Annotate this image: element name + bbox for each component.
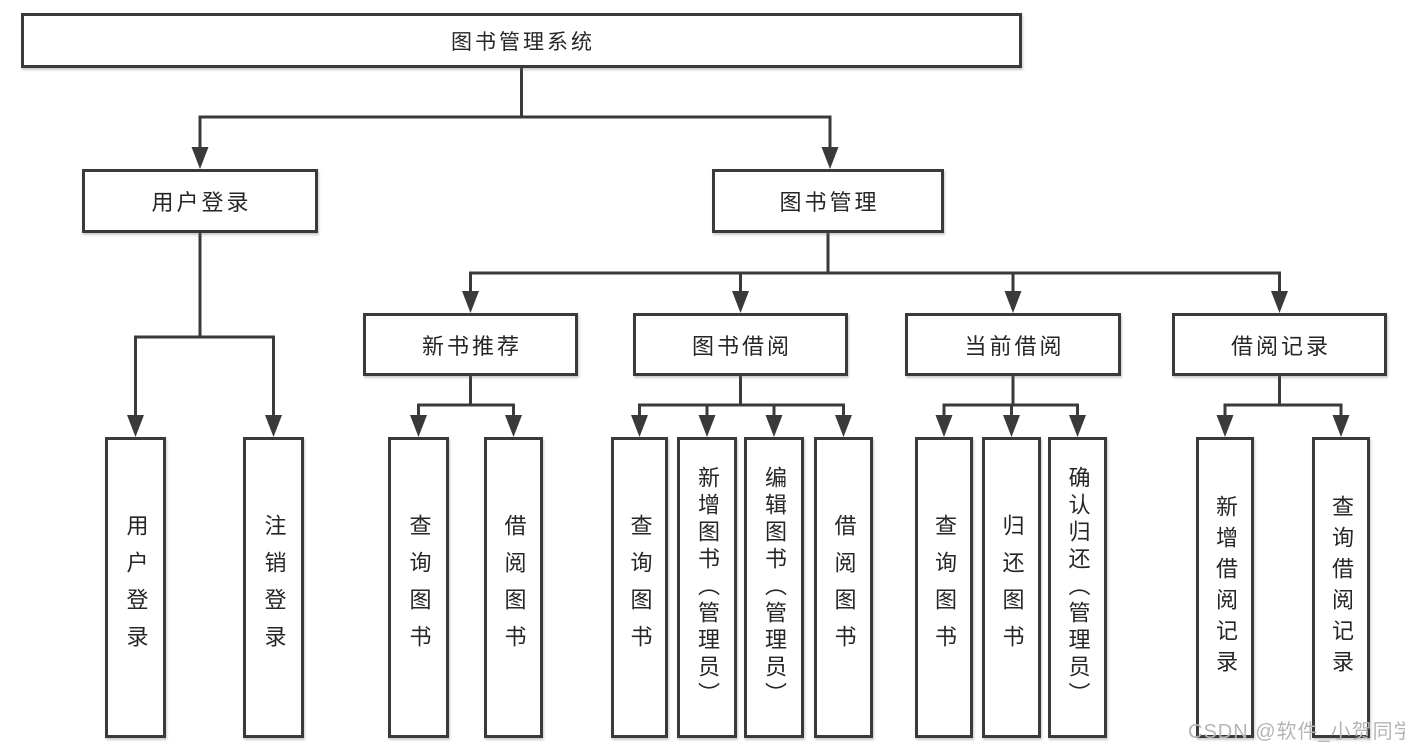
leaf-borrow-borrow-books: 借阅图书 [814,437,873,738]
node-current-borrowing: 当前借阅 [905,313,1121,376]
node-label: 查询图书 [627,513,653,662]
node-label: 编辑图书（管理员） [762,466,787,709]
arrow-down-icon [410,415,427,437]
arrow-down-icon [127,415,144,437]
arrow-down-icon [1332,415,1350,437]
leaf-current-query-books: 查询图书 [915,437,973,738]
node-label: 借阅图书 [501,513,527,662]
node-label: 注销登录 [261,513,287,662]
node-label: 借阅记录 [1230,333,1331,359]
node-label: 查询图书 [932,513,957,662]
arrow-down-icon [505,415,522,437]
arrow-down-icon [835,415,852,437]
arrow-down-icon [765,415,783,437]
arrow-down-icon [935,415,953,437]
node-book-borrowing: 图书借阅 [633,313,848,376]
arrow-down-icon [1004,291,1022,313]
node-label: 确认归还（管理员） [1065,466,1091,709]
csdn-watermark: CSDN @软件_小贺同学 [1188,721,1405,743]
arrow-down-icon [265,415,282,437]
arrow-down-icon [191,147,209,169]
node-label: 查询借阅记录 [1329,494,1354,681]
arrow-down-icon [1069,415,1086,437]
arrow-down-icon [821,147,839,169]
node-library-management-system: 图书管理系统 [21,13,1022,68]
node-label: 查询图书 [406,513,432,662]
leaf-current-return-books: 归还图书 [982,437,1041,738]
leaf-current-confirm-return-admin: 确认归还（管理员） [1048,437,1107,738]
arrow-down-icon [462,291,479,313]
node-label: 当前借阅 [964,333,1065,359]
leaf-borrow-query-books: 查询图书 [611,437,668,738]
leaf-borrow-edit-books-admin: 编辑图书（管理员） [744,437,804,738]
leaf-user-login: 用户登录 [105,437,166,738]
node-label: 用户登录 [123,513,149,662]
node-book-management: 图书管理 [712,169,944,233]
leaf-recommend-borrow-books: 借阅图书 [484,437,543,738]
arrow-down-icon [1271,291,1288,313]
leaf-borrow-add-books-admin: 新增图书（管理员） [677,437,737,738]
arrow-down-icon [732,291,749,313]
node-label: 新增借阅记录 [1213,494,1238,681]
node-label: 借阅图书 [831,513,857,662]
node-user-login: 用户登录 [82,169,318,233]
node-label: 图书管理系统 [451,30,595,54]
node-label: 新增图书（管理员） [695,466,720,709]
node-label: 图书管理 [779,190,880,215]
arrow-down-icon [631,415,648,437]
leaf-records-query-record: 查询借阅记录 [1312,437,1370,738]
node-borrowing-records: 借阅记录 [1172,313,1387,376]
arrow-down-icon [1003,415,1020,437]
leaf-recommend-query-books: 查询图书 [388,437,449,738]
arrow-down-icon [1216,415,1234,437]
node-label: 图书借阅 [691,333,792,359]
node-label: 新书推荐 [421,333,522,359]
leaf-logout: 注销登录 [243,437,304,738]
leaf-records-add-record: 新增借阅记录 [1196,437,1254,738]
node-new-book-recommendation: 新书推荐 [363,313,578,376]
arrow-down-icon [698,415,716,437]
node-label: 归还图书 [999,513,1025,662]
node-label: 用户登录 [151,190,252,215]
